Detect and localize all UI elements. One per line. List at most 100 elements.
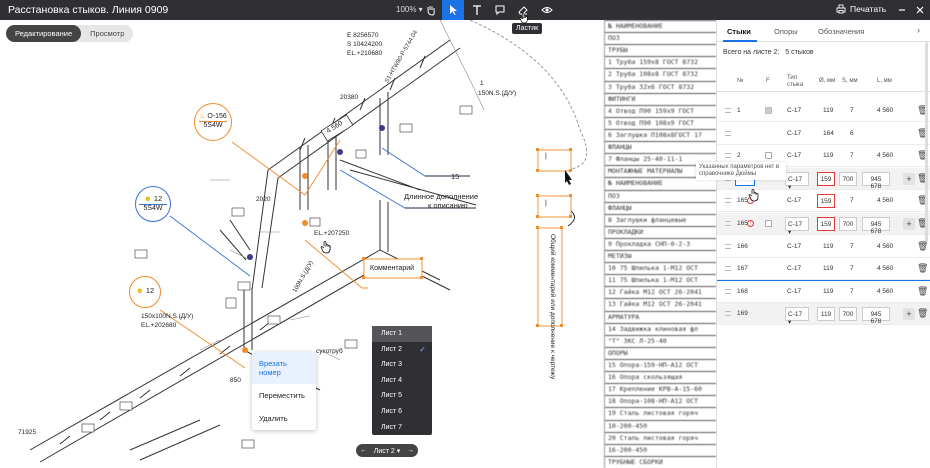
next-sheet-icon[interactable]: →: [406, 447, 414, 454]
prev-sheet-icon[interactable]: ←: [360, 447, 367, 454]
diameter: 119: [823, 107, 834, 114]
joint-type-select[interactable]: С-17 ▾: [785, 171, 809, 191]
long-comment-line2[interactable]: к описанию: [428, 201, 468, 210]
spec-row: 16-200-450: [608, 446, 648, 454]
trash-icon[interactable]: 🗑: [917, 195, 929, 206]
number-label-15[interactable]: 15: [451, 172, 460, 181]
trash-icon[interactable]: 🗑: [917, 218, 929, 228]
selection-boxes: [363, 149, 572, 327]
minimize-button[interactable]: [893, 0, 911, 20]
sheet-dropdown: Лист 1 Лист 2✓ Лист 3 Лист 4 Лист 5 Лист…: [372, 326, 432, 436]
panel-scrollbar[interactable]: [925, 42, 928, 242]
drag-handle-icon[interactable]: [725, 108, 731, 113]
weld-marker-3[interactable]: ☻ 12: [129, 276, 161, 308]
spec-row: ФЛАНЦЫ: [608, 143, 632, 151]
trash-icon[interactable]: 🗑: [917, 285, 929, 296]
tab-designations[interactable]: Обозначения: [818, 27, 865, 36]
zoom-select[interactable]: 100% ▾: [396, 5, 423, 14]
weld-marker-1[interactable]: ♨ О-156 5S4W: [194, 103, 232, 141]
drag-handle-icon[interactable]: [725, 288, 731, 294]
thickness-input[interactable]: 700: [839, 217, 857, 231]
spec-rule: [605, 335, 716, 336]
flag-checkbox[interactable]: [765, 152, 772, 160]
sheet-item[interactable]: Лист 5: [381, 392, 403, 400]
drag-handle-icon[interactable]: [725, 266, 731, 272]
drag-handle-icon[interactable]: [725, 243, 731, 249]
spec-rule: [605, 311, 716, 312]
drawing-canvas[interactable]: 4 560 15 Длинное дополнение к описанию К…: [0, 20, 604, 468]
empty-text-caret-1[interactable]: |: [545, 153, 547, 160]
sheet-item[interactable]: Лист 4: [381, 376, 403, 384]
drag-handle-icon[interactable]: [725, 198, 731, 204]
add-row-button[interactable]: +: [903, 172, 915, 185]
trash-icon[interactable]: 🗑: [917, 105, 929, 115]
chevron-right-icon[interactable]: ›: [917, 25, 920, 35]
diameter-input[interactable]: 159: [817, 194, 835, 209]
comment-tool-button[interactable]: [489, 0, 511, 20]
black-leaders: [405, 175, 476, 209]
joint-type-select[interactable]: С-17 ▾: [785, 217, 809, 236]
diameter-input[interactable]: 159: [817, 171, 835, 186]
delete-menu-item[interactable]: Удалить: [259, 414, 288, 423]
drag-handle-icon[interactable]: [725, 311, 731, 317]
sheet-item-selected[interactable]: Лист 2✓: [372, 342, 432, 358]
drag-handle-icon[interactable]: [725, 221, 731, 226]
hand-tool-button[interactable]: [420, 0, 442, 20]
tab-joints[interactable]: Стыки: [727, 27, 751, 36]
length-input[interactable]: 945 678: [862, 217, 890, 235]
flag-checkbox[interactable]: [765, 107, 772, 114]
select-tool-button[interactable]: [442, 0, 464, 20]
trash-icon[interactable]: 🗑: [917, 308, 929, 319]
vertical-comment[interactable]: Общий комментарий или дополнение к черте…: [549, 234, 556, 380]
edit-mode-tab[interactable]: Редактирование: [6, 25, 82, 42]
spec-rule: [605, 20, 716, 21]
check-icon: ✓: [419, 344, 426, 354]
joint-type-select[interactable]: С-17 ▾: [785, 307, 809, 326]
trash-icon[interactable]: 🗑: [917, 240, 929, 251]
text-tool-button[interactable]: [466, 0, 488, 20]
add-row-button[interactable]: +: [903, 308, 915, 321]
length-input[interactable]: 945 678: [862, 171, 890, 190]
length-input[interactable]: 945 678: [862, 307, 890, 325]
drag-handle-icon[interactable]: [725, 153, 731, 159]
add-row-button[interactable]: +: [903, 218, 915, 230]
sheet-item[interactable]: Лист 7: [381, 423, 403, 431]
thickness-input[interactable]: 700: [839, 171, 857, 186]
move-menu-item[interactable]: Переместить: [259, 391, 305, 400]
long-comment-line1[interactable]: Длинное дополнение: [404, 192, 479, 201]
sheet-pager-label[interactable]: Лист 2 ▾: [373, 447, 401, 455]
close-button[interactable]: [911, 0, 929, 20]
weld-marker-2[interactable]: ☻ 12 5S4W: [135, 186, 171, 222]
view-mode-tab[interactable]: Просмотр: [90, 29, 125, 38]
trash-icon[interactable]: 🗑: [917, 127, 929, 138]
comment-field[interactable]: Комментарий: [370, 265, 415, 272]
view-tool-button[interactable]: [536, 0, 558, 20]
length: 4 560: [877, 107, 894, 114]
tab-supports[interactable]: Опоры: [774, 27, 798, 36]
trash-icon[interactable]: 🗑: [917, 263, 929, 274]
diameter-input[interactable]: 159: [817, 217, 835, 231]
drag-handle-icon[interactable]: [725, 130, 731, 136]
print-button[interactable]: Печатать: [836, 4, 886, 14]
col-num: №: [737, 78, 744, 84]
sheet-item[interactable]: Лист 1: [372, 326, 432, 342]
flag-checkbox[interactable]: [765, 220, 772, 227]
length: 4 560: [877, 242, 894, 250]
empty-text-caret-2[interactable]: |: [545, 200, 547, 207]
sheet-item[interactable]: Лист 3: [381, 361, 403, 369]
thickness-input[interactable]: 700: [839, 307, 857, 322]
trash-icon[interactable]: 🗑: [917, 172, 929, 183]
insert-number-menu-item[interactable]: Врезать номер: [252, 352, 316, 384]
sheet-item[interactable]: Лист 6: [381, 407, 403, 415]
trash-icon[interactable]: 🗑: [917, 150, 929, 161]
spec-row: 17 Крепление КРВ-А-15-60: [608, 385, 702, 393]
diameter-input[interactable]: 119: [817, 307, 835, 322]
